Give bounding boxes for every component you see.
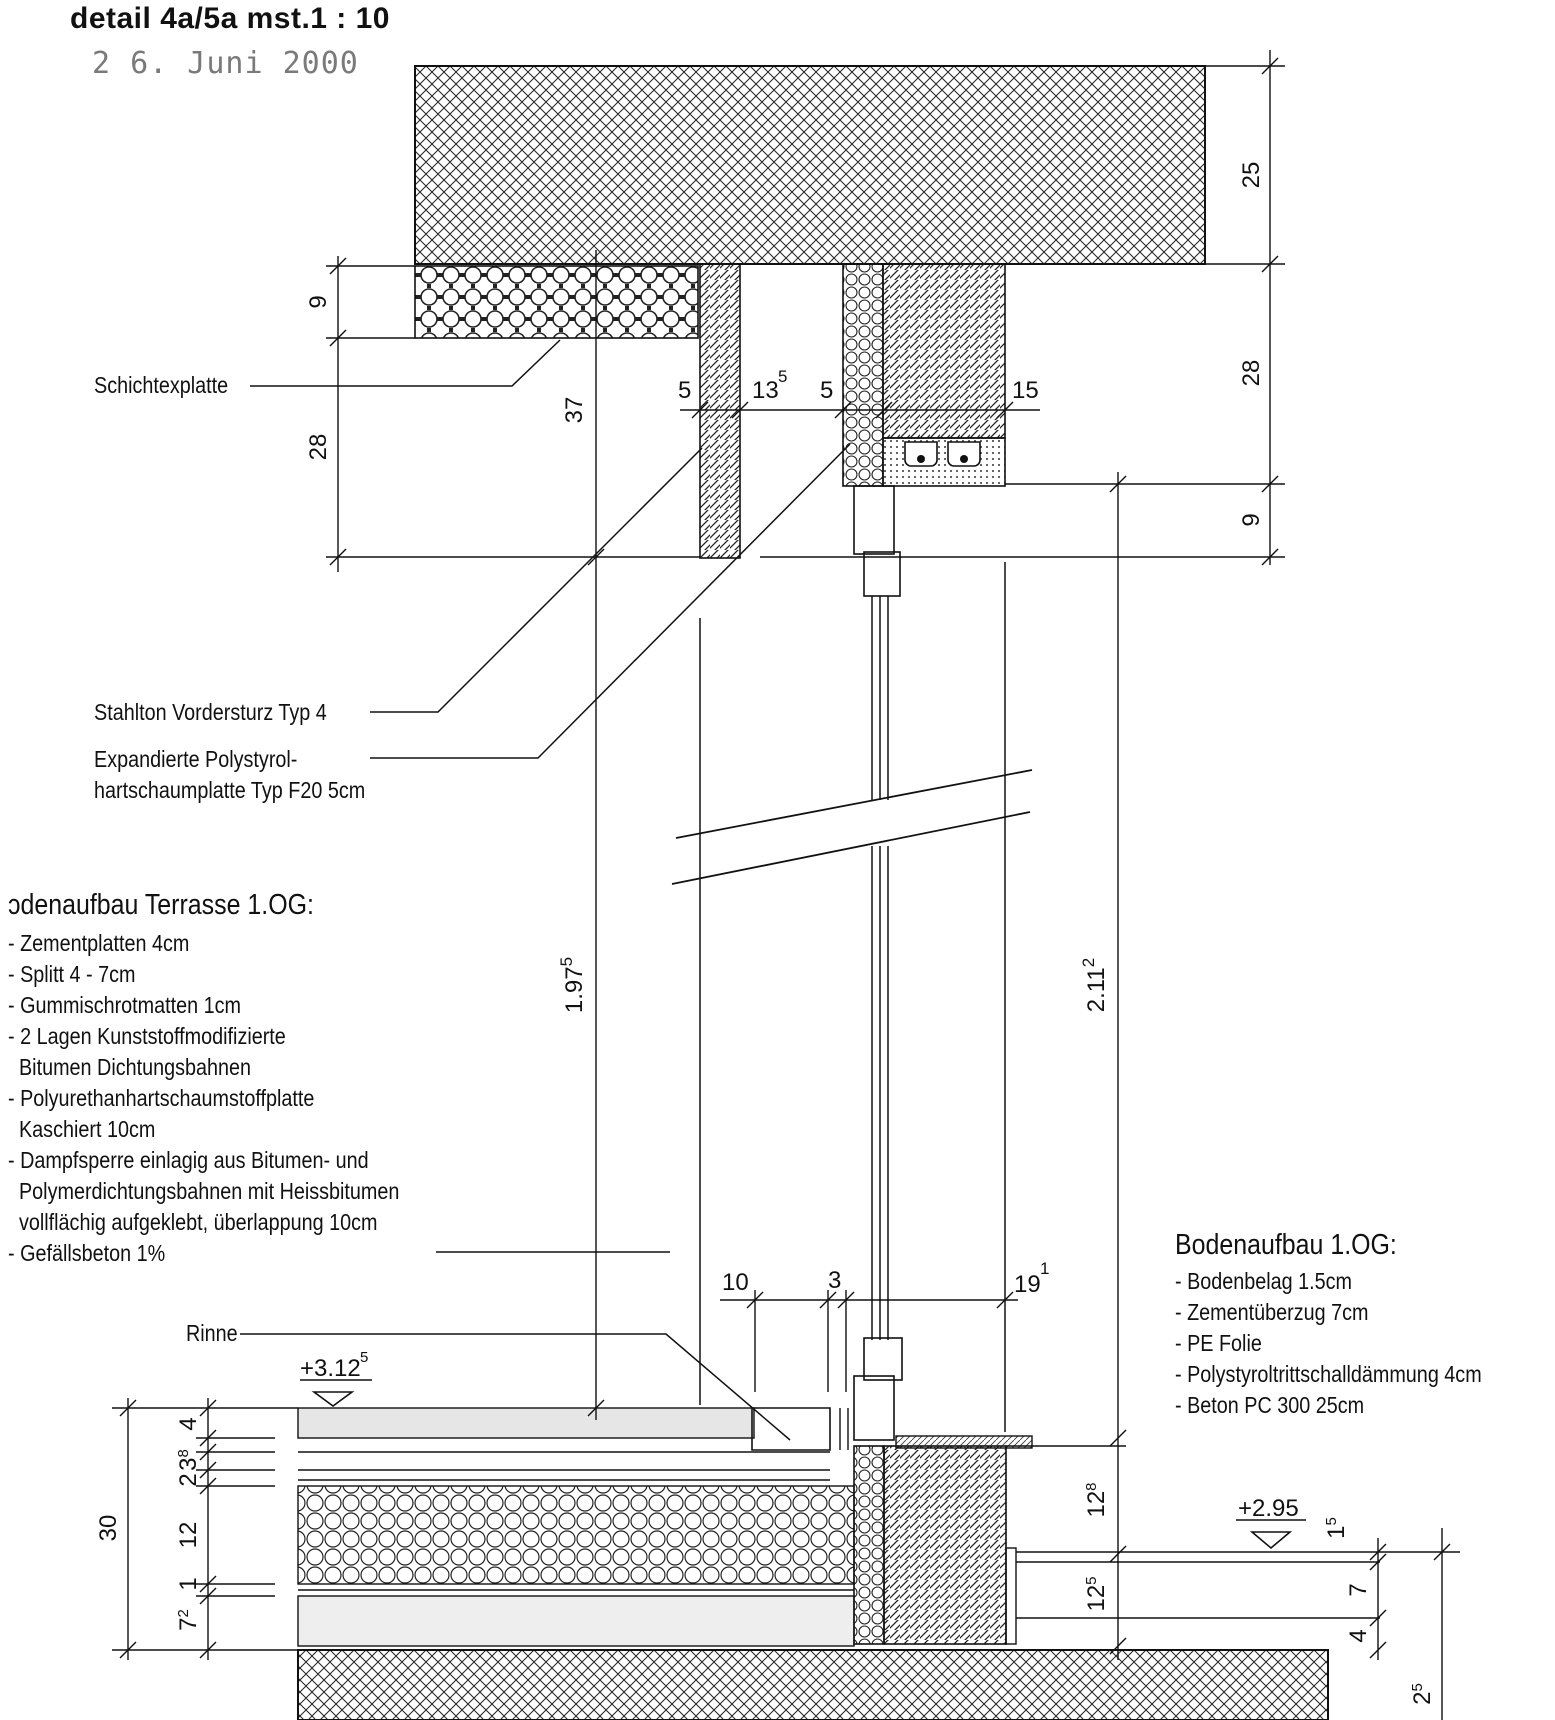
- dim-13: 13: [752, 377, 779, 404]
- window-sash-bottom: [863, 1337, 903, 1381]
- list-item: - Dampfsperre einlagig aus Bitumen- und: [8, 1147, 369, 1173]
- dim-3: 3: [828, 1267, 841, 1294]
- dim-13-sup: 5: [778, 367, 787, 386]
- floor-covering: [895, 1435, 1033, 1449]
- dim-l3: 38: [175, 1449, 202, 1471]
- date-stamp: 2 6. Juni 2000: [92, 46, 359, 81]
- window-frame-bottom: [853, 1375, 895, 1441]
- dim-10: 10: [722, 1269, 749, 1296]
- dim-37: 37: [561, 397, 588, 424]
- list-item: - Zementüberzug 7cm: [1175, 1299, 1369, 1325]
- list-item: - 2 Lagen Kunststoffmodifizierte: [8, 1023, 286, 1049]
- list-item: - Gefällsbeton 1%: [8, 1240, 166, 1266]
- dim-l2: 2: [175, 1473, 202, 1486]
- dim-l1: 1: [175, 1577, 202, 1590]
- list-item: - PE Folie: [1175, 1330, 1262, 1356]
- dim-r128: 128: [1083, 1482, 1110, 1517]
- elev-312-sup: 5: [360, 1349, 368, 1366]
- list-item: - Bodenbelag 1.5cm: [1175, 1268, 1353, 1294]
- dim-15: 15: [1012, 377, 1039, 404]
- dim-19: 19: [1014, 1271, 1041, 1298]
- dim-19-sup: 1: [1040, 1259, 1049, 1278]
- list-item: - Beton PC 300 25cm: [1175, 1392, 1365, 1418]
- list-item: Kaschiert 10cm: [8, 1116, 156, 1142]
- polystyrol-strip: [842, 263, 884, 487]
- dim-l12: 12: [175, 1522, 202, 1549]
- dim-l4: 4: [175, 1417, 202, 1430]
- interior-floor: [1005, 1547, 1380, 1645]
- leader-lines: [240, 339, 851, 1441]
- dim-28-left: 28: [305, 434, 332, 461]
- label-rinne: Rinne: [186, 1320, 238, 1346]
- dim-197: 1.975: [557, 957, 588, 1013]
- bottom-concrete-slab: [297, 1649, 1329, 1720]
- roller-dot: [917, 455, 925, 463]
- list-item: - Polystyroltrittschalldämmung 4cm: [1175, 1361, 1482, 1387]
- label-polystyrol-2: hartschaumplatte Typ F20 5cm: [94, 777, 366, 803]
- list-item: Bitumen Dichtungsbahnen: [8, 1054, 252, 1080]
- dim-9-left: 9: [305, 295, 332, 308]
- dim-25: 25: [1238, 162, 1265, 189]
- insulation-column: [853, 1445, 885, 1645]
- cement-tiles: [297, 1407, 755, 1439]
- dimension-lines: [112, 50, 1460, 1720]
- dim-r25: 25: [1409, 1683, 1436, 1705]
- pu-insulation: [297, 1485, 855, 1585]
- floor-layer-list: - Bodenbelag 1.5cm - Zementüberzug 7cm -…: [1175, 1266, 1482, 1421]
- terrace-layer-list: - Zementplatten 4cm - Splitt 4 - 7cm - G…: [8, 928, 399, 1269]
- elev-312: +3.12: [300, 1355, 361, 1382]
- list-item: - Polyurethanhartschaumstoffplatte: [8, 1085, 315, 1111]
- dim-211: 2.112: [1079, 958, 1110, 1012]
- dim-l7: 72: [175, 1609, 202, 1631]
- elev-295: +2.95: [1238, 1495, 1299, 1522]
- concrete-column: [883, 1445, 1007, 1645]
- dim-28-right: 28: [1238, 360, 1265, 387]
- list-item: vollflächig aufgeklebt, überlappung 10cm: [8, 1209, 378, 1235]
- list-item: - Gummischrotmatten 1cm: [8, 992, 242, 1018]
- dim-9-right: 9: [1238, 513, 1265, 526]
- slope-concrete: [297, 1595, 855, 1647]
- dim-5-a: 5: [678, 377, 691, 404]
- roller-dot: [960, 455, 968, 463]
- dim-r15: 15: [1323, 1517, 1350, 1539]
- break-line: [671, 769, 1033, 885]
- dim-r7: 7: [1345, 1583, 1372, 1596]
- window-frame-top: [853, 485, 895, 555]
- label-polystyrol-1: Expandierte Polystyrol-: [94, 746, 298, 772]
- lintel-block: [882, 263, 1006, 439]
- dim-r4: 4: [1345, 1629, 1372, 1642]
- dim-5-b: 5: [820, 377, 833, 404]
- terrace-heading: ɔdenaufbau Terrasse 1.OG:: [8, 889, 314, 921]
- list-item: - Splitt 4 - 7cm: [8, 961, 136, 987]
- floor-heading: Bodenaufbau 1.OG:: [1175, 1229, 1397, 1261]
- schichtex-plate: [414, 265, 699, 339]
- window-sash-top: [863, 551, 901, 597]
- opening-lines: [699, 562, 1006, 1432]
- roller-blind-box: [882, 437, 1006, 487]
- glass-pane: [871, 596, 889, 1340]
- list-item: Polymerdichtungsbahnen mit Heissbitumen: [8, 1178, 400, 1204]
- label-schichtexplatte: Schichtexplatte: [94, 372, 229, 398]
- dim-r125: 125: [1083, 1576, 1110, 1611]
- dim-30: 30: [95, 1515, 122, 1542]
- gutter: [751, 1407, 831, 1451]
- drawing-title: detail 4a/5a mst.1 : 10: [70, 2, 390, 35]
- top-concrete-slab: [414, 65, 1206, 265]
- list-item: - Zementplatten 4cm: [8, 930, 190, 956]
- elevation-marker-terrace: [300, 1379, 372, 1407]
- elevation-marker-floor: [1236, 1519, 1306, 1550]
- label-stahlton: Stahlton Vordersturz Typ 4: [94, 699, 327, 725]
- stahlton-lintel: [699, 263, 741, 559]
